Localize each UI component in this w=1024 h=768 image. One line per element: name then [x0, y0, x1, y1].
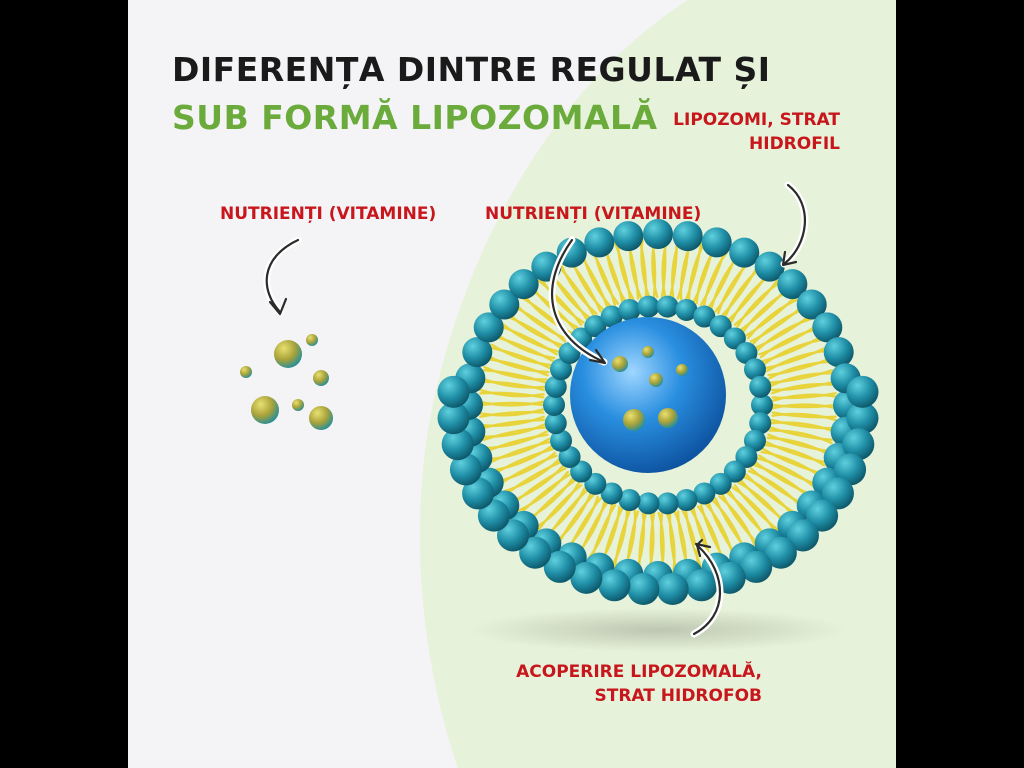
arrow-nutrients-left	[265, 238, 300, 314]
lipid-heads-outer	[437, 219, 879, 606]
label-nutrients-liposomal: NUTRIENȚI (VITAMINE)	[485, 204, 702, 224]
label-nutrients-regular: NUTRIENȚI (VITAMINE)	[220, 204, 437, 224]
title-line-1: DIFERENȚA DINTRE REGULAT ȘI	[172, 50, 771, 89]
encapsulated-nutrients	[612, 346, 688, 431]
lipid-tails	[478, 236, 838, 574]
label-liposomes-line-2: HIDROFIL	[749, 134, 840, 154]
arrow-nutrients-center	[551, 238, 606, 364]
aqueous-core	[570, 317, 726, 473]
label-coating-line-2: STRAT HIDROFOB	[594, 686, 762, 706]
free-nutrients-cluster	[240, 334, 333, 430]
arrow-liposomes	[782, 183, 807, 266]
liposome-illustration	[437, 219, 879, 606]
label-coating-hydrophobic: ACOPERIRE LIPOZOMALĂ, STRAT HIDROFOB	[516, 660, 762, 708]
lipid-heads-inner	[543, 295, 773, 515]
callout-arrows	[263, 181, 809, 638]
label-liposomes-hydrophilic: LIPOZOMI, STRAT HIDROFIL	[673, 108, 840, 156]
label-coating-line-1: ACOPERIRE LIPOZOMALĂ,	[516, 662, 762, 682]
background-shapes	[240, 0, 896, 768]
label-liposomes-line-1: LIPOZOMI, STRAT	[673, 110, 840, 130]
arrow-coating	[692, 544, 722, 636]
infographic-panel: DIFERENȚA DINTRE REGULAT ȘI SUB FORMĂ LI…	[128, 0, 896, 768]
title-line-2: SUB FORMĂ LIPOZOMALĂ	[172, 98, 658, 137]
